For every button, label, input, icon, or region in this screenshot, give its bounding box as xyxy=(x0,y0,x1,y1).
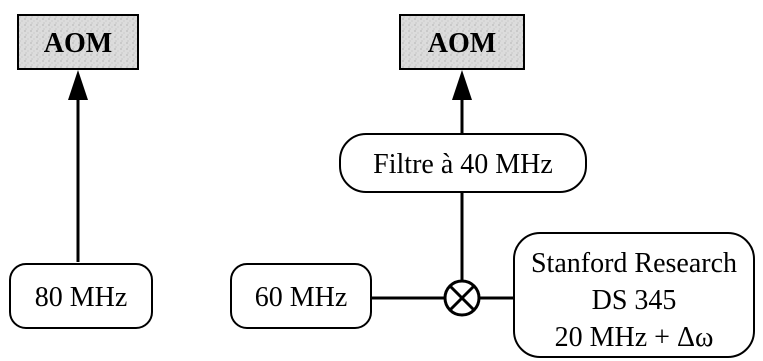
right-arrowhead xyxy=(452,70,472,100)
generator-line-1: Stanford Research xyxy=(531,248,737,279)
right-source-box xyxy=(230,263,372,329)
left-aom-box xyxy=(17,14,139,70)
generator-box xyxy=(513,232,755,358)
right-source-label: 60 MHz xyxy=(255,282,348,313)
generator-line-3: 20 MHz + Δω xyxy=(555,322,714,353)
left-arrowhead xyxy=(68,70,88,100)
left-source-label: 80 MHz xyxy=(35,282,128,313)
left-source-box xyxy=(9,263,153,329)
generator-line-2: DS 345 xyxy=(592,285,677,316)
left-chain: AOM 80 MHz xyxy=(9,14,153,329)
right-chain: AOM Filtre à 40 MHz 60 MHz Stanford Rese… xyxy=(230,14,755,358)
mixer-icon xyxy=(443,279,481,317)
filter-label: Filtre à 40 MHz xyxy=(373,149,553,180)
right-aom-box xyxy=(399,14,525,70)
left-aom-label: AOM xyxy=(44,28,112,59)
right-aom-label: AOM xyxy=(428,28,496,59)
